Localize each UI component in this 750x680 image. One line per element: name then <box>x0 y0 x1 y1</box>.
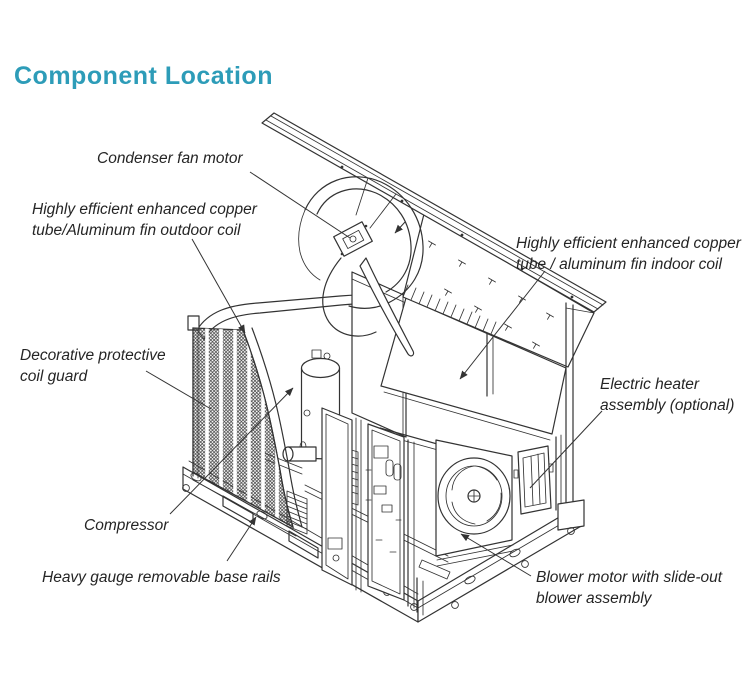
leader-compressor <box>169 387 294 515</box>
capacitor <box>385 459 394 477</box>
leader-condenser-fan-motor <box>249 171 351 239</box>
coil-guard <box>192 327 308 537</box>
condenser-fan <box>298 176 424 357</box>
fan-blade <box>322 257 377 337</box>
capacitor <box>393 463 402 481</box>
page-title: Component Location <box>14 62 273 90</box>
label-compressor: Compressor <box>84 517 169 534</box>
leader-electric-heater <box>529 410 603 489</box>
leader-lines <box>145 171 603 577</box>
fan-blade <box>359 257 415 357</box>
coil-screws <box>428 240 554 349</box>
label-coil-guard: Decorative protective coil guard <box>20 347 166 385</box>
outdoor-coil-fins <box>286 490 308 535</box>
label-blower: Blower motor with slide-out blower assem… <box>536 569 723 607</box>
electric-heater <box>513 434 562 515</box>
label-base-rails: Heavy gauge removable base rails <box>42 569 281 586</box>
leader-blower <box>460 533 532 577</box>
indoor-coil-panel <box>402 213 595 368</box>
hinge-post <box>557 302 595 535</box>
label-condenser-fan-motor: Condenser fan motor <box>97 150 243 167</box>
open-top-panel <box>261 112 607 313</box>
label-electric-heater: Electric heater assembly (optional) <box>600 376 735 414</box>
airflow-arrow <box>394 221 406 234</box>
leader-base-rails <box>226 516 257 562</box>
fan-motor-hub <box>333 221 373 257</box>
label-indoor-coil: Highly efficient enhanced copper tube / … <box>516 235 741 273</box>
label-outdoor-coil: Highly efficient enhanced copper tube/Al… <box>32 201 257 239</box>
leader-indoor-coil <box>459 270 546 380</box>
control-panels <box>321 407 451 609</box>
leader-outdoor-coil <box>191 238 246 334</box>
leader-coil-guard <box>145 370 212 410</box>
blower-assembly <box>435 439 514 567</box>
contactor <box>373 445 389 459</box>
